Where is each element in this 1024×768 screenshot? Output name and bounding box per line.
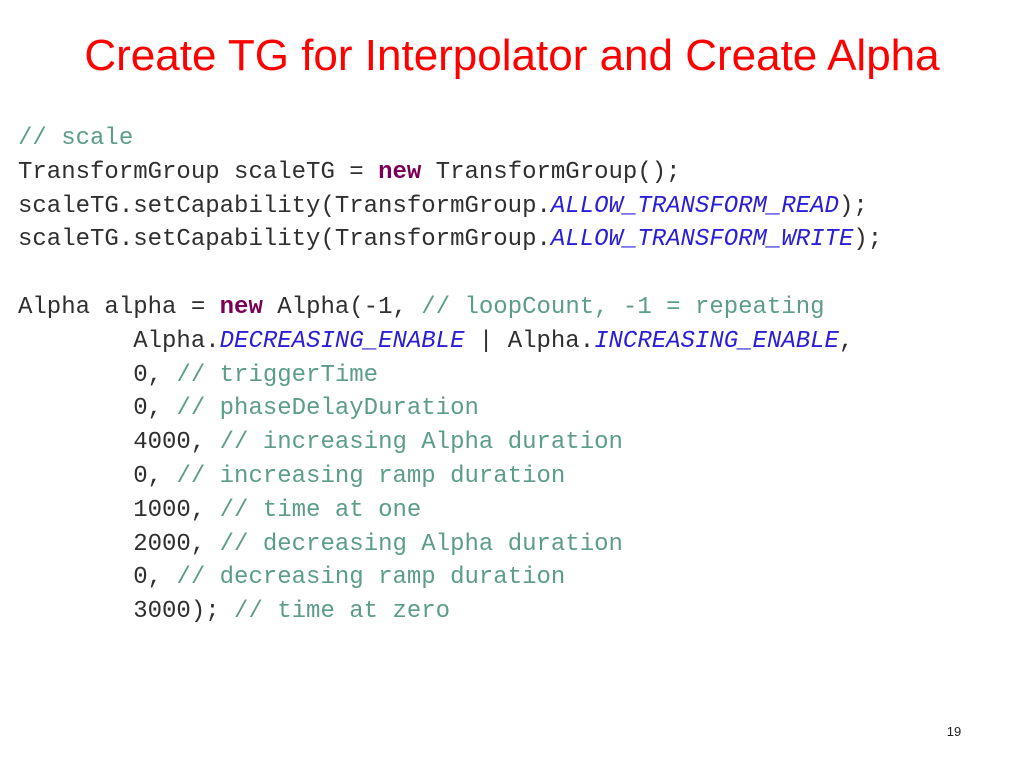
code-indent — [18, 395, 133, 422]
code-indent — [18, 429, 133, 456]
code-text: Alpha alpha = — [18, 293, 220, 321]
code-indent — [18, 531, 133, 558]
code-constant: INCREASING_ENABLE — [594, 327, 839, 355]
code-indent — [18, 564, 133, 591]
code-line: 0, // increasing ramp duration — [18, 460, 1018, 494]
code-line: TransformGroup scaleTG = new TransformGr… — [18, 156, 1018, 190]
code-line: scaleTG.setCapability(TransformGroup.ALL… — [18, 223, 1018, 257]
page-number: 19 — [946, 724, 962, 739]
code-text: ); — [838, 192, 868, 220]
code-comment: // time at zero — [234, 598, 451, 626]
slide-title: Create TG for Interpolator and Create Al… — [84, 31, 940, 80]
code-constant: ALLOW_TRANSFORM_READ — [550, 192, 839, 220]
code-text: 3000); — [133, 598, 235, 626]
code-indent — [18, 497, 133, 524]
code-constant: ALLOW_TRANSFORM_WRITE — [550, 226, 854, 254]
code-comment: // increasing ramp duration — [176, 462, 566, 490]
code-indent — [18, 598, 133, 625]
code-comment: // triggerTime — [176, 361, 379, 389]
code-indent — [18, 362, 133, 389]
code-line: 4000, // increasing Alpha duration — [18, 426, 1018, 460]
code-text: Alpha. — [133, 327, 220, 355]
code-comment: // loopCount, -1 = repeating — [421, 293, 825, 321]
code-line: Alpha.DECREASING_ENABLE | Alpha.INCREASI… — [18, 325, 1018, 359]
code-comment: // phaseDelayDuration — [176, 395, 479, 423]
code-text: 0, — [133, 361, 177, 389]
code-comment: // time at one — [219, 496, 422, 524]
code-line: 2000, // decreasing Alpha duration — [18, 528, 1018, 562]
code-text: ); — [853, 226, 883, 254]
code-line: scaleTG.setCapability(TransformGroup.ALL… — [18, 190, 1018, 224]
code-indent — [18, 463, 133, 490]
code-comment: // scale — [18, 125, 134, 152]
code-text: | Alpha. — [464, 327, 595, 355]
code-comment: // decreasing ramp duration — [176, 564, 566, 592]
code-text: scaleTG.setCapability(TransformGroup. — [18, 192, 551, 220]
code-line: 3000); // time at zero — [18, 595, 1018, 629]
code-line: 0, // triggerTime — [18, 359, 1018, 393]
code-line: 1000, // time at one — [18, 494, 1018, 528]
code-line: // scale — [18, 122, 1018, 156]
code-text: 0, — [133, 564, 177, 592]
code-text: 2000, — [133, 530, 220, 558]
code-keyword: new — [378, 158, 422, 186]
code-keyword: new — [219, 293, 263, 321]
code-text: 0, — [133, 395, 177, 423]
code-line: 0, // decreasing ramp duration — [18, 561, 1018, 595]
code-blank-line — [18, 257, 1018, 291]
code-indent — [18, 328, 133, 355]
code-text: 4000, — [133, 429, 220, 457]
code-constant: DECREASING_ENABLE — [219, 327, 465, 355]
code-text: 0, — [133, 462, 177, 490]
code-text: scaleTG.setCapability(TransformGroup. — [18, 226, 551, 254]
code-text: Alpha(-1, — [262, 293, 422, 321]
code-text: , — [838, 327, 854, 355]
code-text: 1000, — [133, 496, 220, 524]
code-line: Alpha alpha = new Alpha(-1, // loopCount… — [18, 291, 1018, 325]
code-comment: // increasing Alpha duration — [219, 429, 623, 457]
code-text: TransformGroup scaleTG = — [18, 158, 379, 186]
code-comment: // decreasing Alpha duration — [219, 530, 623, 558]
code-line: 0, // phaseDelayDuration — [18, 392, 1018, 426]
code-text: TransformGroup(); — [421, 158, 681, 186]
